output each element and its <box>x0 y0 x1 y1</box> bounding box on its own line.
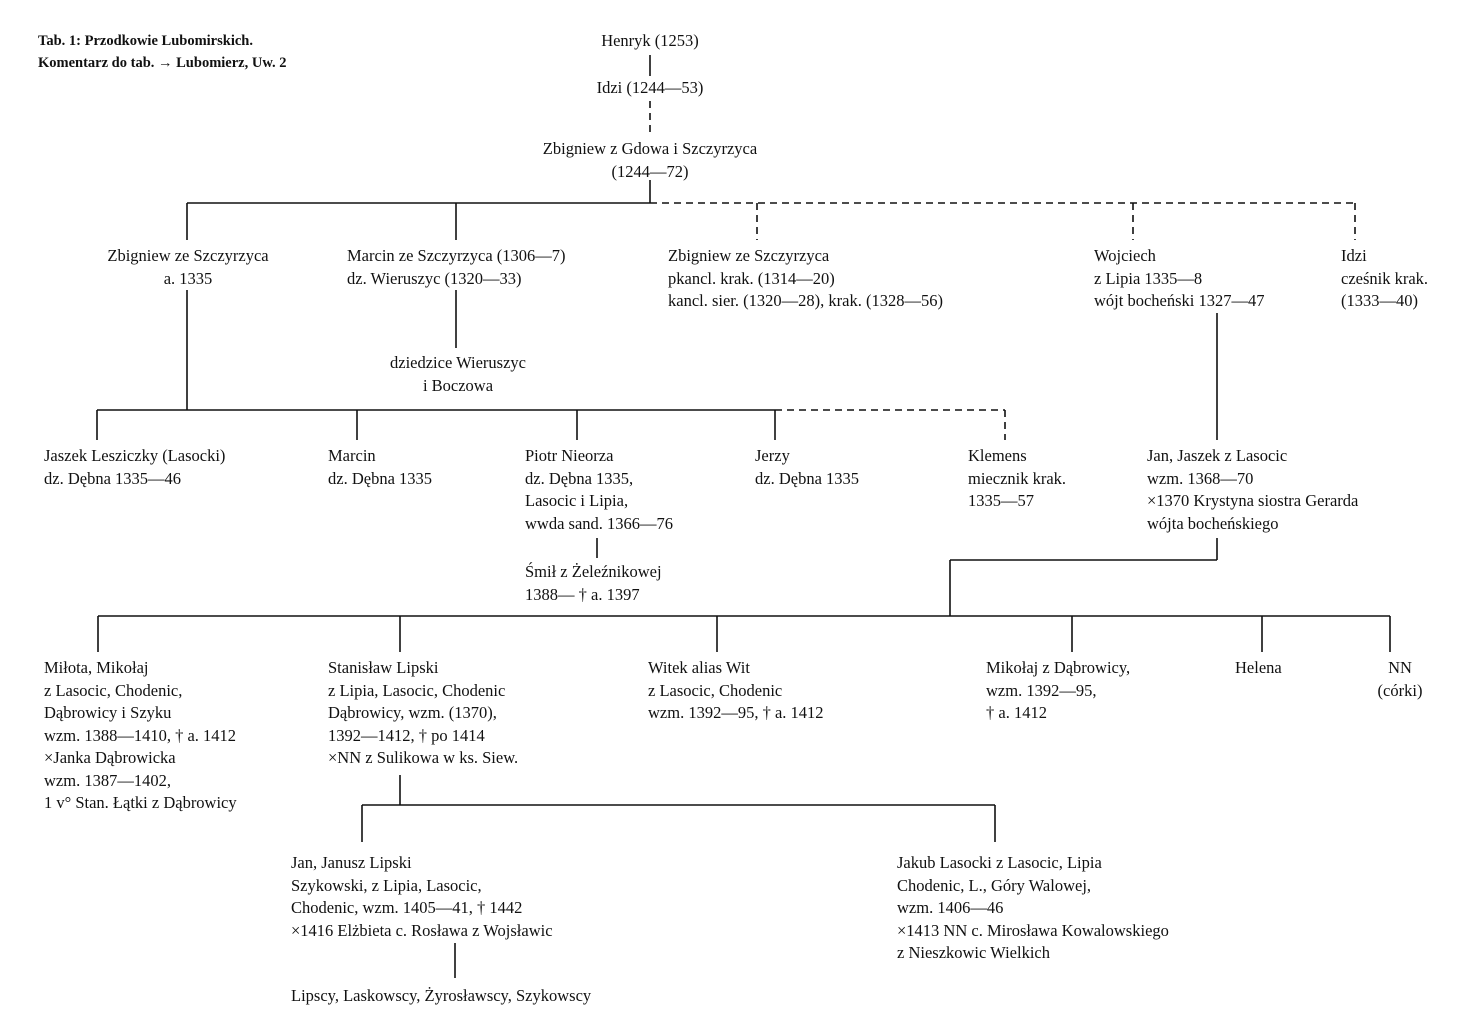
node-line: NN <box>1388 658 1412 677</box>
person-piotr-nieorza: Piotr Nieorza dz. Dębna 1335, Lasocic i Li… <box>525 445 673 535</box>
node-line: wwda sand. 1366—76 <box>525 513 674 533</box>
node-line: dz. Dębna 1335—46 <box>44 468 182 488</box>
node-line: Helena <box>1235 658 1282 677</box>
node-line: Klemens <box>968 446 1027 465</box>
node-line: dz. Dębna 1335, <box>525 468 634 488</box>
node-line: Lipscy, Laskowscy, Żyrosławscy, Szykowsc… <box>291 986 592 1005</box>
person-marcin-ze-szczyrzyca: Marcin ze Szczyrzyca (1306—7) dz. Wierusz… <box>347 245 566 290</box>
node-line: Jerzy <box>755 446 790 465</box>
person-smil: Śmił z Żeleźnikowej 1388— † a. 1397 <box>525 561 662 606</box>
heirs-wieruszyc: dziedzice Wieruszyc i Boczowa <box>358 352 558 397</box>
node-line: Zbigniew ze Szczyrzyca <box>668 246 830 265</box>
node-line: Henryk (1253) <box>601 31 699 50</box>
node-line: wójt bocheński 1327—47 <box>1094 291 1265 310</box>
node-line: ×Janka Dąbrowicka <box>44 748 176 767</box>
node-line: kancl. sier. (1320—28), krak. (1328—56) <box>668 291 943 310</box>
node-line: Jan, Jaszek z Lasocic <box>1147 446 1288 465</box>
node-line: Piotr Nieorza <box>525 446 614 465</box>
node-line: wzm. 1387—1402, <box>44 770 171 790</box>
person-helena: Helena <box>1235 657 1282 680</box>
node-line: dz. Wieruszyc (1320—33) <box>347 268 522 288</box>
node-line: wzm. 1392—95, † a. 1412 <box>648 703 824 722</box>
node-line: Zbigniew z Gdowa i Szczyrzyca <box>542 139 758 158</box>
node-line: 1388— † a. 1397 <box>525 584 640 604</box>
node-line: Marcin ze Szczyrzyca (1306—7) <box>347 246 566 265</box>
node-line: wzm. 1368—70 <box>1147 468 1254 488</box>
node-line: (1244—72) <box>611 161 689 181</box>
person-jaszek-lesziczky: Jaszek Lesziczky (Lasocki) dz. Dębna 1335… <box>44 445 225 490</box>
person-mikolaj-z-dabrowicy: Mikołaj z Dąbrowicy, wzm. 1392—95, † a. 14… <box>986 657 1130 725</box>
node-line: Jakub Lasocki z Lasocic, Lipia <box>897 853 1102 872</box>
person-jerzy: Jerzy dz. Dębna 1335 <box>755 445 859 490</box>
node-line: cześnik krak. <box>1341 268 1429 288</box>
node-line: wzm. 1406—46 <box>897 898 1004 917</box>
node-line: Chodenic, wzm. 1405—41, † 1442 <box>291 898 523 917</box>
node-line: ×1413 NN c. Mirosława Kowalowskiego <box>897 920 1169 940</box>
node-line: ×1370 Krystyna siostra Gerarda <box>1147 491 1359 510</box>
node-line: Dąbrowicy, wzm. (1370), <box>328 703 497 722</box>
node-line: wójta bocheńskiego <box>1147 513 1279 533</box>
person-witek: Witek alias Wit z Lasocic, Chodenic wzm. 1… <box>648 657 824 725</box>
person-marcin-debna: Marcin dz. Dębna 1335 <box>328 445 432 490</box>
node-line: Jaszek Lesziczky (Lasocki) <box>44 446 226 465</box>
node-line: Idzi (1244—53) <box>596 78 704 97</box>
person-zbigniew-ze-szczyrzyca: Zbigniew ze Szczyrzyca a. 1335 <box>58 245 318 290</box>
node-line: pkancl. krak. (1314—20) <box>668 268 835 288</box>
node-line: (1333—40) <box>1341 291 1418 310</box>
descendant-families: Lipscy, Laskowscy, Żyrosławscy, Szykowsc… <box>291 985 591 1008</box>
node-line: (córki) <box>1377 680 1423 700</box>
node-line: Marcin <box>328 446 376 465</box>
node-line: 1 v° Stan. Łątki z Dąbrowicy <box>44 793 237 812</box>
caption-title: Tab. 1: Przodkowie Lubomirskich. <box>38 33 253 49</box>
node-line: dz. Dębna 1335 <box>755 468 860 488</box>
node-line: † a. 1412 <box>986 703 1047 722</box>
node-line: Jan, Janusz Lipski <box>291 853 412 872</box>
node-line: Wojciech <box>1094 246 1156 265</box>
node-line: wzm. 1388—1410, † a. 1412 <box>44 725 237 745</box>
node-line: Zbigniew ze Szczyrzyca <box>107 246 269 265</box>
person-stanislaw-lipski: Stanisław Lipski z Lipia, Lasocic, Choden… <box>328 657 518 770</box>
node-line: Stanisław Lipski <box>328 658 439 677</box>
person-klemens: Klemens miecznik krak. 1335—57 <box>968 445 1066 513</box>
node-line: a. 1335 <box>163 268 213 288</box>
node-line: z Nieszkowic Wielkich <box>897 943 1050 962</box>
person-jan-jaszek: Jan, Jaszek z Lasocic wzm. 1368—70 ×1370 K… <box>1147 445 1358 535</box>
node-line: Dąbrowicy i Szyku <box>44 703 172 722</box>
person-zbigniew-z-gdowa: Zbigniew z Gdowa i Szczyrzyca (1244—72) <box>470 138 830 183</box>
person-nn-corki: NN (córki) <box>1360 657 1440 702</box>
node-line: dz. Dębna 1335 <box>328 468 433 488</box>
person-wojciech: Wojciech z Lipia 1335—8 wójt bocheński 132… <box>1094 245 1265 313</box>
node-line: Lasocic i Lipia, <box>525 491 629 510</box>
node-line: Chodenic, L., Góry Walowej, <box>897 875 1092 895</box>
node-line: 1335—57 <box>968 491 1034 510</box>
node-line: z Lasocic, Chodenic, <box>44 680 183 700</box>
node-line: dziedzice Wieruszyc <box>390 353 526 372</box>
person-idzi-czesnik: Idzi cześnik krak. (1333—40) <box>1341 245 1428 313</box>
table-caption: Tab. 1: Przodkowie Lubomirskich. Komenta… <box>38 30 287 74</box>
node-line: Miłota, Mikołaj <box>44 658 149 677</box>
node-line: z Lasocic, Chodenic <box>648 680 783 700</box>
person-idzi: Idzi (1244—53) <box>540 77 760 100</box>
node-line: 1392—1412, † po 1414 <box>328 725 485 745</box>
node-line: z Lipia, Lasocic, Chodenic <box>328 680 506 700</box>
person-milota: Miłota, Mikołaj z Lasocic, Chodenic, Dąbro… <box>44 657 237 815</box>
node-line: Śmił z Żeleźnikowej <box>525 562 662 581</box>
node-line: miecznik krak. <box>968 468 1067 488</box>
node-line: ×1416 Elżbieta c. Rosława z Wojsławic <box>291 920 553 940</box>
node-line: Idzi <box>1341 246 1367 265</box>
node-line: wzm. 1392—95, <box>986 680 1097 700</box>
node-line: Mikołaj z Dąbrowicy, <box>986 658 1131 677</box>
node-line: Witek alias Wit <box>648 658 750 677</box>
node-line: z Lipia 1335—8 <box>1094 268 1203 288</box>
node-line: i Boczowa <box>422 375 494 395</box>
node-line: ×NN z Sulikowa w ks. Siew. <box>328 748 519 767</box>
caption-comment: Komentarz do tab. → Lubomierz, Uw. 2 <box>38 55 287 71</box>
node-line: Szykowski, z Lipia, Lasocic, <box>291 875 482 895</box>
person-zbigniew-pkancl: Zbigniew ze Szczyrzyca pkancl. krak. (131… <box>668 245 943 313</box>
person-henryk: Henryk (1253) <box>560 30 740 53</box>
